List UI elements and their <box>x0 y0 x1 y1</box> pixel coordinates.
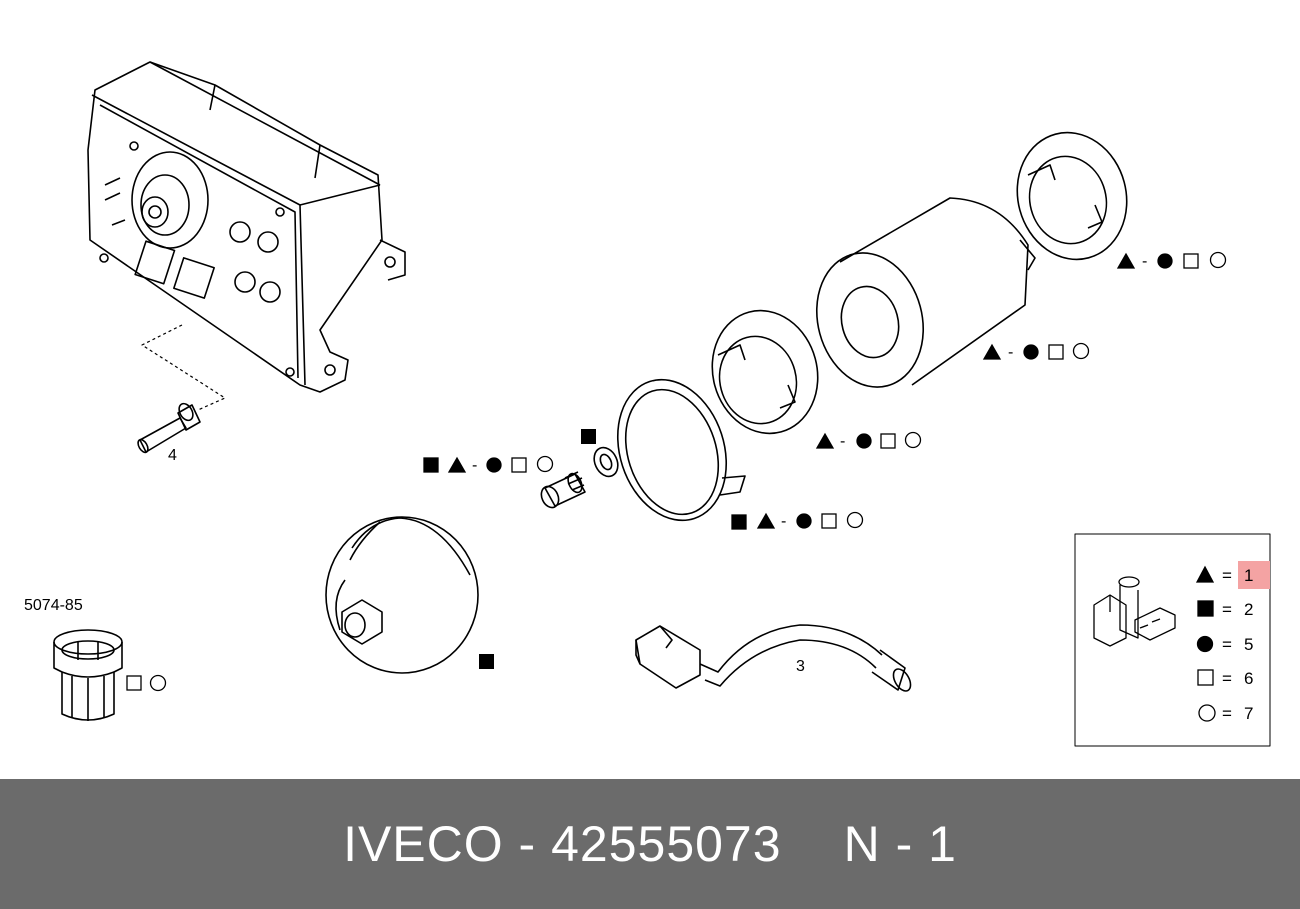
footer-part-number: IVECO - 42555073 <box>343 816 782 872</box>
legend-value-2: 2 <box>1244 600 1253 619</box>
front-spacer-symbols <box>815 431 922 449</box>
cable-label: 3 <box>796 658 805 675</box>
bolt-leader-line <box>141 324 226 411</box>
seal-ring-part <box>616 378 746 522</box>
front-spacer-dash: - <box>840 433 845 450</box>
legend-value-3: 5 <box>1244 635 1253 654</box>
cover-cup-part <box>325 516 479 674</box>
legend-eq-5: = <box>1222 704 1232 723</box>
bolt-part <box>137 402 201 454</box>
legend-filled-square-icon <box>1197 600 1214 617</box>
rear-spacer-dash: - <box>1142 253 1147 270</box>
front-spacer-part <box>711 309 819 435</box>
legend-value-4: 6 <box>1244 669 1253 688</box>
filter-insert-symbols <box>126 674 167 692</box>
legend-eq-4: = <box>1222 669 1232 688</box>
legend-eq-2: = <box>1222 600 1232 619</box>
legend-value-1: 1 <box>1244 566 1253 585</box>
cable-harness-part <box>635 624 912 692</box>
legend-open-circle-icon <box>1198 704 1216 722</box>
legend-kit-icon <box>1093 576 1176 647</box>
control-module <box>87 61 406 393</box>
legend-box <box>1074 533 1271 747</box>
washer-symbol <box>581 429 596 444</box>
legend-triangle-icon <box>1195 565 1215 583</box>
legend-eq-1: = <box>1222 566 1232 585</box>
footer-bar: IVECO - 42555073 N - 1 <box>0 779 1300 909</box>
legend-value-5: 7 <box>1244 704 1253 723</box>
exploded-parts-diagram: = 1 = 2 = 5 = 6 = 7 4 3 5074-85 - - - <box>24 61 1271 747</box>
legend-filled-circle-icon <box>1196 635 1214 653</box>
cartridge-symbols <box>982 342 1090 360</box>
washer-part <box>593 446 619 478</box>
rear-spacer-symbols <box>1116 251 1227 269</box>
filter-insert-label: 5074-85 <box>24 597 83 614</box>
rear-spacer-part <box>1016 131 1128 261</box>
seal-ring-symbols <box>731 511 864 530</box>
legend-eq-3: = <box>1222 635 1232 654</box>
cartridge-dash: - <box>1008 344 1013 361</box>
footer-quantity: N - 1 <box>843 816 957 872</box>
filter-cartridge-part <box>815 197 1036 388</box>
drain-plug-symbols <box>423 455 554 473</box>
filter-insert-part <box>53 629 123 721</box>
cover-cup-symbol <box>479 654 494 669</box>
legend-highlight <box>1238 561 1270 589</box>
drain-plug-part <box>540 471 586 509</box>
seal-ring-dash: - <box>781 513 786 530</box>
drain-plug-dash: - <box>472 457 477 474</box>
legend-open-square-icon <box>1197 669 1214 686</box>
legend-symbols <box>1195 565 1216 722</box>
bolt-label: 4 <box>168 447 177 464</box>
